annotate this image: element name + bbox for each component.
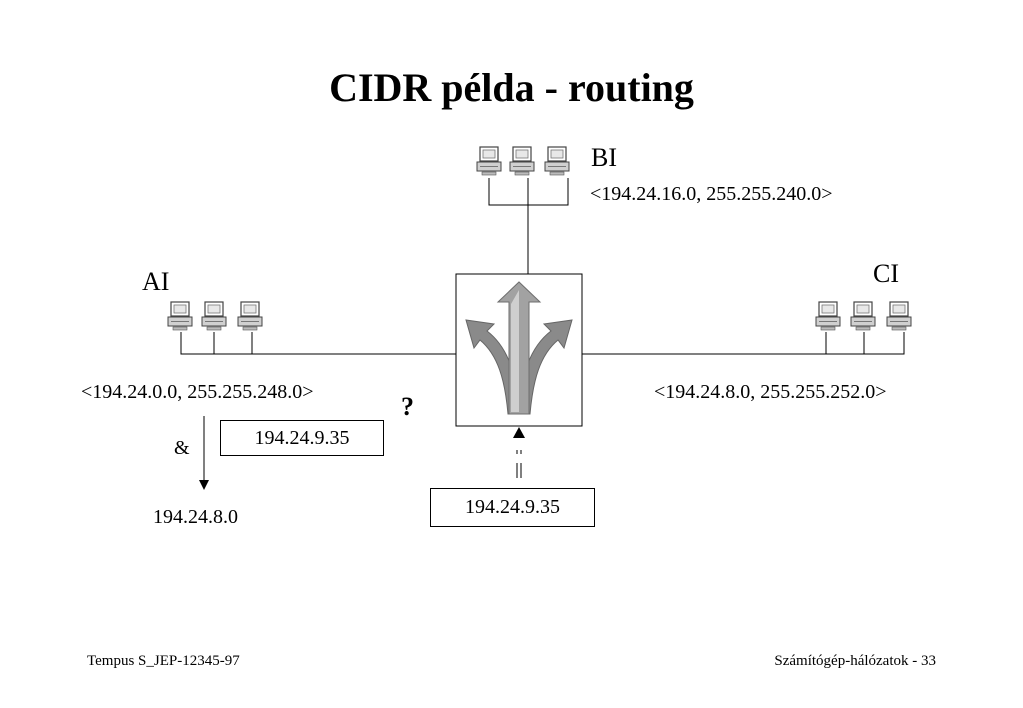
network-bi-name: BI bbox=[591, 143, 617, 172]
workstation-icon bbox=[815, 301, 841, 331]
workstation-icon bbox=[544, 146, 570, 176]
network-ci-range: <194.24.8.0, 255.255.252.0> bbox=[654, 381, 887, 403]
incoming-address-box: 194.24.9.35 bbox=[430, 488, 595, 527]
network-bi-range: <194.24.16.0, 255.255.240.0> bbox=[590, 183, 833, 205]
router-arrows-icon bbox=[465, 281, 573, 415]
workstation-icon bbox=[509, 146, 535, 176]
bi-connection bbox=[488, 178, 569, 274]
ai-connection bbox=[180, 332, 456, 355]
workstation-icon bbox=[476, 146, 502, 176]
workstation-icon bbox=[850, 301, 876, 331]
network-ci-name: CI bbox=[873, 259, 899, 288]
and-symbol: & bbox=[174, 437, 190, 459]
tested-address-box: 194.24.9.35 bbox=[220, 420, 384, 456]
network-ai-range: <194.24.0.0, 255.255.248.0> bbox=[81, 381, 314, 403]
footer-right: Számítógép-hálózatok - 33 bbox=[774, 653, 936, 669]
ci-workstations bbox=[815, 301, 912, 331]
footer-left: Tempus S_JEP-12345-97 bbox=[87, 653, 240, 669]
network-ai-name: AI bbox=[142, 267, 170, 296]
workstation-icon bbox=[886, 301, 912, 331]
ai-workstations bbox=[167, 301, 263, 331]
workstation-icon bbox=[201, 301, 227, 331]
tested-address: 194.24.9.35 bbox=[254, 427, 350, 449]
mask-arrow bbox=[199, 416, 209, 490]
ci-connection bbox=[582, 332, 905, 355]
workstation-icon bbox=[167, 301, 193, 331]
workstation-icon bbox=[237, 301, 263, 331]
slide-title: CIDR példa - routing bbox=[329, 65, 694, 110]
masked-result: 194.24.8.0 bbox=[153, 506, 238, 528]
bi-workstations bbox=[476, 146, 570, 176]
incoming-address: 194.24.9.35 bbox=[465, 496, 560, 518]
incoming-arrow bbox=[513, 427, 525, 478]
question-mark: ? bbox=[401, 392, 414, 421]
